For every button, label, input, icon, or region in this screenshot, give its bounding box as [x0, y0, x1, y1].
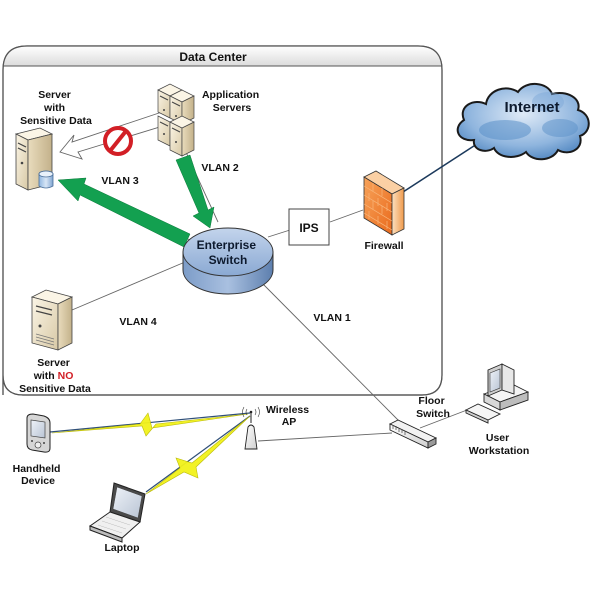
firewall-icon [363, 170, 405, 236]
firewall[interactable]: Firewall [363, 170, 405, 252]
laptop-icon [88, 482, 146, 543]
enterprise-switch[interactable]: Enterprise Switch [182, 227, 274, 295]
handheld-device[interactable]: Handheld Device [13, 413, 64, 487]
link-floorswitch-workstation [419, 409, 468, 429]
connections [59, 141, 481, 442]
vlan3-label: VLAN 3 [101, 175, 139, 187]
link-switch-floorswitch-vlan1 [261, 282, 401, 423]
wireless-ap-label: Wireless AP [266, 404, 312, 428]
nonsensitive-server-label: Server with NO Sensitive Data [19, 357, 91, 395]
wireless-antenna-icon [242, 406, 260, 450]
server-icon [30, 289, 74, 351]
floor-switch[interactable]: Floor Switch [388, 395, 450, 449]
no-emphasis: NO [58, 370, 74, 382]
wireless-link-laptop [145, 415, 251, 495]
link-ap-floorswitch [257, 432, 393, 442]
ips-device[interactable]: IPS [288, 208, 330, 246]
server-cluster-icon [157, 83, 195, 157]
desktop-computer-icon [464, 363, 530, 424]
vlan4-label: VLAN 4 [119, 316, 157, 328]
ips-label: IPS [299, 221, 318, 235]
laptop[interactable]: Laptop [88, 482, 146, 554]
allowed-arrow-vlan2 [175, 154, 215, 229]
data-center-title: Data Center [179, 50, 247, 64]
sensitive-server-label: Server with Sensitive Data [20, 89, 92, 127]
nonsensitive-server[interactable]: Server with NO Sensitive Data [19, 289, 91, 395]
handheld-device-label: Handheld Device [13, 463, 64, 487]
wireless-ap[interactable]: Wireless AP [242, 404, 313, 450]
vlan2-label: VLAN 2 [201, 162, 239, 174]
switch-icon [182, 227, 274, 295]
link-switch-ips [267, 229, 291, 238]
pda-icon [26, 413, 51, 453]
user-workstation[interactable]: User Workstation [464, 363, 530, 457]
cloud-icon [456, 83, 590, 161]
vlan1-label: VLAN 1 [313, 312, 351, 324]
user-workstation-label: User Workstation [469, 432, 529, 457]
laptop-label: Laptop [105, 542, 140, 554]
enterprise-switch-label: Enterprise Switch [197, 238, 260, 267]
wireless-link-handheld [49, 412, 251, 437]
floor-switch-label: Floor Switch [416, 395, 450, 420]
internet-cloud[interactable]: Internet [456, 83, 590, 161]
sensitive-server[interactable]: Server with Sensitive Data [14, 89, 92, 191]
link-firewall-internet [402, 141, 481, 193]
internet-label: Internet [504, 99, 559, 116]
link-switch-nonsensitive [71, 261, 186, 311]
link-ips-firewall [329, 209, 364, 223]
prohibited-icon [103, 126, 133, 156]
server-database-icon [14, 127, 54, 191]
application-servers-label: Application Servers [202, 89, 262, 114]
firewall-label: Firewall [364, 240, 403, 252]
floor-switch-icon [388, 419, 438, 449]
application-servers[interactable]: Application Servers [157, 83, 262, 157]
allowed-arrow-vlan3 [57, 177, 191, 248]
